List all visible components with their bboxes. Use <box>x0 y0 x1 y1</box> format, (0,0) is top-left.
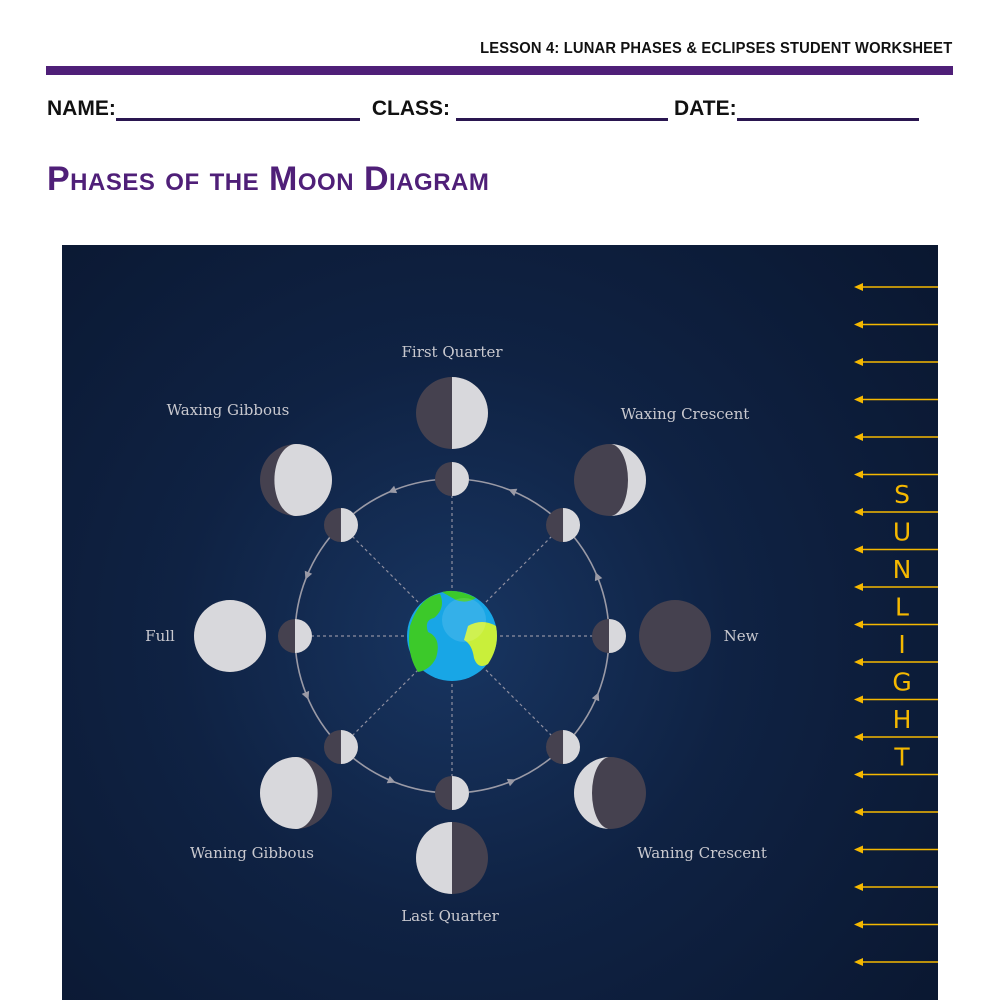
orbit-arrow-icon <box>301 690 310 700</box>
sunlight-arrowhead-icon <box>854 358 863 366</box>
sunlight-letter: S <box>894 480 910 509</box>
orbit-arrow-icon <box>304 570 313 580</box>
orbit-arrow-icon <box>508 488 518 497</box>
sunlight-arrowhead-icon <box>854 395 863 404</box>
earth-highlight <box>442 598 486 642</box>
sunlight-letter: N <box>893 555 912 584</box>
class-field[interactable] <box>456 100 668 121</box>
earth-continent <box>442 590 476 602</box>
orbit-moon <box>278 619 312 653</box>
name-label: NAME: <box>47 97 116 120</box>
moon-phase-waxing-crescent <box>574 444 646 516</box>
header-rule <box>46 66 953 75</box>
orbit-moon <box>546 730 581 765</box>
moon-phase-waning-gibbous <box>260 757 332 829</box>
phase-label: Waning Crescent <box>637 844 767 862</box>
sunlight-arrowhead-icon <box>854 808 863 816</box>
moon-phase-first-quarter <box>416 377 488 449</box>
orbit-moon <box>323 730 358 765</box>
date-label: DATE: <box>674 97 737 120</box>
orbit-arrow-icon <box>591 692 600 702</box>
moon-lit-side <box>610 444 646 516</box>
orbit-moon <box>435 776 469 810</box>
moon-phase-full <box>194 600 266 672</box>
sunlight-arrowhead-icon <box>854 695 863 704</box>
orbit-moon <box>546 507 581 542</box>
moon-lit-side <box>452 462 469 496</box>
sunlight-arrowhead-icon <box>854 958 863 966</box>
moon-lit-side <box>260 757 318 829</box>
sunlight-letter: U <box>893 518 911 547</box>
orbit-arrow-icon <box>386 775 396 784</box>
moon-lit-side <box>563 730 580 765</box>
orbit-moon <box>435 462 469 496</box>
moon-lit-side <box>452 776 469 810</box>
orbit-arrow-icon <box>506 778 516 787</box>
moon-lit-side <box>194 600 266 672</box>
moon-lit-side <box>452 377 488 449</box>
orbit-arrow-icon <box>388 485 398 494</box>
moon-dark-side <box>639 600 711 672</box>
sunlight-arrowhead-icon <box>854 508 863 516</box>
moon-lit-side <box>274 444 332 516</box>
earth-continent <box>409 594 442 672</box>
moon-lit-side <box>340 730 358 765</box>
sunlight-letter: I <box>898 630 905 659</box>
sunlight-arrowhead-icon <box>854 583 863 591</box>
sunlight-arrowhead-icon <box>854 320 863 329</box>
class-label: CLASS: <box>371 97 450 120</box>
sunlight-arrowhead-icon <box>854 620 863 629</box>
moon-phase-waning-crescent <box>574 757 646 829</box>
phase-label: Waxing Crescent <box>621 405 750 423</box>
sunlight-letter: G <box>892 668 911 697</box>
sunlight-letter: L <box>895 593 909 622</box>
phase-label: Full <box>145 627 175 645</box>
sunlight-arrowhead-icon <box>854 283 863 291</box>
orbit-arrow-icon <box>594 572 603 582</box>
phase-label: New <box>724 627 759 645</box>
moon-lit-side <box>295 619 312 653</box>
sunlight-letter: T <box>893 743 910 772</box>
moon-lit-side <box>574 757 610 829</box>
sunlight-arrowhead-icon <box>854 470 863 479</box>
sunlight-arrowhead-icon <box>854 658 863 666</box>
earth-continent <box>464 622 497 666</box>
phase-label: Waning Gibbous <box>190 844 314 862</box>
moon-lit-side <box>609 619 626 653</box>
moon-phase-waxing-gibbous <box>260 444 332 516</box>
phase-label: Last Quarter <box>401 907 499 925</box>
moon-phase-last-quarter <box>416 822 488 894</box>
moon-lit-side <box>340 507 358 542</box>
student-info-fields: NAME: CLASS: DATE: <box>47 97 931 121</box>
sunlight-arrowhead-icon <box>854 845 863 854</box>
phase-label: First Quarter <box>401 343 503 361</box>
moon-lit-side <box>416 822 452 894</box>
sunlight-arrowhead-icon <box>854 770 863 779</box>
moon-phase-new <box>639 600 711 672</box>
sunlight-arrowhead-icon <box>854 920 863 929</box>
phase-label: Waxing Gibbous <box>167 401 290 419</box>
sunlight-arrowhead-icon <box>854 545 863 554</box>
orbit-moon <box>592 619 626 653</box>
sunlight-arrowhead-icon <box>854 883 863 891</box>
name-field[interactable] <box>115 100 360 121</box>
worksheet-header: LESSON 4: LUNAR PHASES & ECLIPSES STUDEN… <box>479 40 952 57</box>
earth <box>407 590 497 681</box>
date-field[interactable] <box>736 100 919 121</box>
orbit-moon <box>323 507 358 542</box>
moon-lit-side <box>563 507 581 542</box>
sunlight-arrowhead-icon <box>854 433 863 441</box>
page-title: Phases of the Moon Diagram <box>47 160 490 198</box>
sunlight-arrowhead-icon <box>854 733 863 741</box>
sunlight-letter: H <box>893 705 912 734</box>
